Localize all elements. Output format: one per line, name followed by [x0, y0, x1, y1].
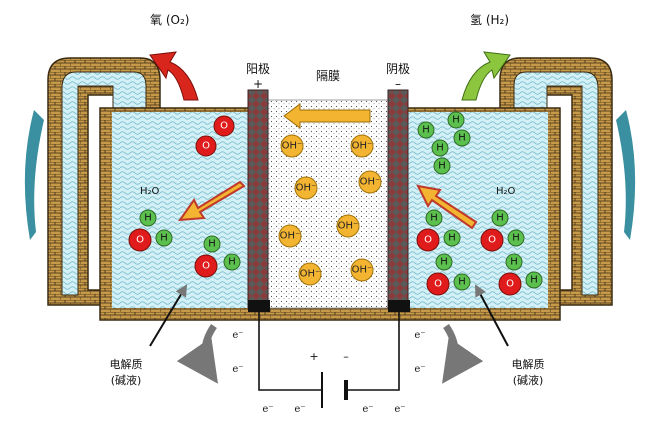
right-flow-arrow-icon	[616, 110, 636, 240]
hydrogen-atom-label: H	[436, 143, 444, 154]
left-recirculation-loop	[24, 57, 161, 306]
water-molecule-right-2: O H H	[480, 209, 525, 252]
right-recirculation-loop	[499, 57, 636, 306]
hydrogen-atom-label: H	[422, 125, 430, 136]
anode-sign: +	[253, 77, 263, 91]
cathode-terminal	[388, 300, 410, 312]
anode-terminal	[248, 300, 270, 312]
hydrogen-atom-label: H	[208, 239, 216, 250]
hydrogen-atom-label: H	[228, 257, 236, 268]
electron-label: e⁻	[414, 330, 425, 341]
hydrogen-atom-label: H	[144, 213, 152, 224]
anode-electrode	[247, 89, 269, 309]
hydroxide-ion: OH⁻	[350, 258, 374, 282]
hydroxide-ion-label: OH⁻	[352, 141, 373, 152]
hydrogen-atom-label: H	[512, 233, 520, 244]
water-molecule-right-4: O H H	[498, 253, 543, 296]
hydroxide-ion: OH⁻	[280, 134, 304, 158]
hydrogen-atom-label: H	[530, 275, 538, 286]
left-circulation-arrow-icon	[176, 324, 218, 384]
hydrogen-atom-label: H	[458, 133, 466, 144]
oxygen-atom-label: O	[136, 235, 144, 246]
hydrogen-atom-label: H	[510, 257, 518, 268]
cathode-label: 阴极	[386, 62, 410, 76]
hydrogen-atom-label: H	[440, 257, 448, 268]
hydroxide-ion-label: OH⁻	[280, 231, 301, 242]
left-flow-arrow-icon	[24, 110, 44, 240]
electron-label: e⁻	[262, 404, 273, 415]
electrolysis-tank	[99, 99, 561, 321]
hydroxide-migration-arrow-icon	[283, 103, 371, 129]
hydrogen-atom-label: H	[452, 115, 460, 126]
water-molecule-left-2: O H H	[194, 235, 241, 278]
hydrogen-atom-label: H	[430, 213, 438, 224]
electrolyte-label-left-line2: (碱液)	[111, 373, 142, 387]
hydrogen-atom-label: H	[448, 233, 456, 244]
oxygen-atom-label: O	[424, 235, 432, 246]
oxygen-molecule: O O	[195, 115, 235, 157]
oxygen-outlet-arrow-icon	[149, 51, 199, 101]
hydroxide-ion: OH⁻	[350, 134, 374, 158]
oxygen-atom-label: O	[434, 279, 442, 290]
cathode-sign: –	[395, 77, 401, 91]
electron-label: e⁻	[414, 364, 425, 375]
right-diagonal-arrow-icon	[416, 184, 478, 230]
electron-label: e⁻	[394, 404, 405, 415]
oxygen-atom-label: O	[488, 235, 496, 246]
oxygen-atom-label: O	[506, 279, 514, 290]
hydrogen-atom-label: H	[496, 213, 504, 224]
oxygen-atom-label: O	[220, 121, 228, 132]
left-diagonal-arrow-icon	[177, 180, 246, 222]
electrolyte-label-right-line2: (碱液)	[513, 373, 544, 387]
electron-label: e⁻	[232, 364, 243, 375]
hydroxide-ion-label: OH⁻	[352, 265, 373, 276]
hydrogen-atom-label: H	[458, 277, 466, 288]
hydrogen-molecules: H H H H H	[417, 111, 471, 175]
water-label-left: H₂O	[140, 186, 160, 197]
battery-minus-label: –	[343, 350, 349, 363]
hydroxide-ion: OH⁻	[298, 262, 322, 286]
hydrogen-label: 氢 (H₂)	[470, 12, 509, 27]
hydroxide-ion-label: OH⁻	[338, 221, 359, 232]
electron-label: e⁻	[232, 330, 243, 341]
hydrogen-atom-label: H	[438, 161, 446, 172]
electron-label: e⁻	[294, 404, 305, 415]
oxygen-atom-label: O	[202, 141, 210, 152]
hydroxide-ion-label: OH⁻	[360, 177, 381, 188]
electrolyte-pointer-right	[475, 284, 509, 347]
membrane-label: 隔膜	[316, 69, 340, 83]
hydroxide-ion-label: OH⁻	[282, 141, 303, 152]
hydroxide-ion: OH⁻	[294, 176, 318, 200]
electron-label: e⁻	[362, 404, 373, 415]
hydroxide-ion: OH⁻	[278, 224, 302, 248]
external-circuit	[258, 312, 400, 408]
water-molecule-left-1: O H H	[128, 209, 173, 252]
hydroxide-ion-label: OH⁻	[296, 183, 317, 194]
hydroxide-ion: OH⁻	[358, 170, 382, 194]
hydroxide-ion-label: OH⁻	[300, 269, 321, 280]
electron-labels: e⁻ e⁻ e⁻ e⁻ e⁻ e⁻ e⁻ e⁻	[232, 330, 425, 415]
hydrogen-atom-label: H	[160, 233, 168, 244]
oxygen-atom-label: O	[202, 261, 210, 272]
cathode-electrode	[387, 89, 409, 309]
battery-plus-label: +	[309, 350, 318, 363]
oxygen-label: 氧 (O₂)	[150, 13, 189, 27]
hydrogen-outlet-arrow-icon	[461, 51, 511, 101]
right-circulation-arrow-icon	[442, 324, 484, 384]
water-label-right: H₂O	[496, 186, 516, 197]
electrolyte-pointer-left	[149, 284, 188, 347]
water-molecule-right-1: O H H	[416, 209, 461, 252]
hydroxide-ions: OH⁻ OH⁻ OH⁻ OH⁻ OH⁻ OH⁻ OH⁻ OH⁻	[278, 134, 382, 286]
electrolyte-label-right-line1: 电解质	[512, 357, 545, 371]
electrolyte-label-left-line1: 电解质	[110, 357, 143, 371]
anode-label: 阳极	[246, 62, 270, 76]
water-molecule-right-3: O H H	[426, 253, 471, 296]
hydroxide-ion: OH⁻	[336, 214, 360, 238]
